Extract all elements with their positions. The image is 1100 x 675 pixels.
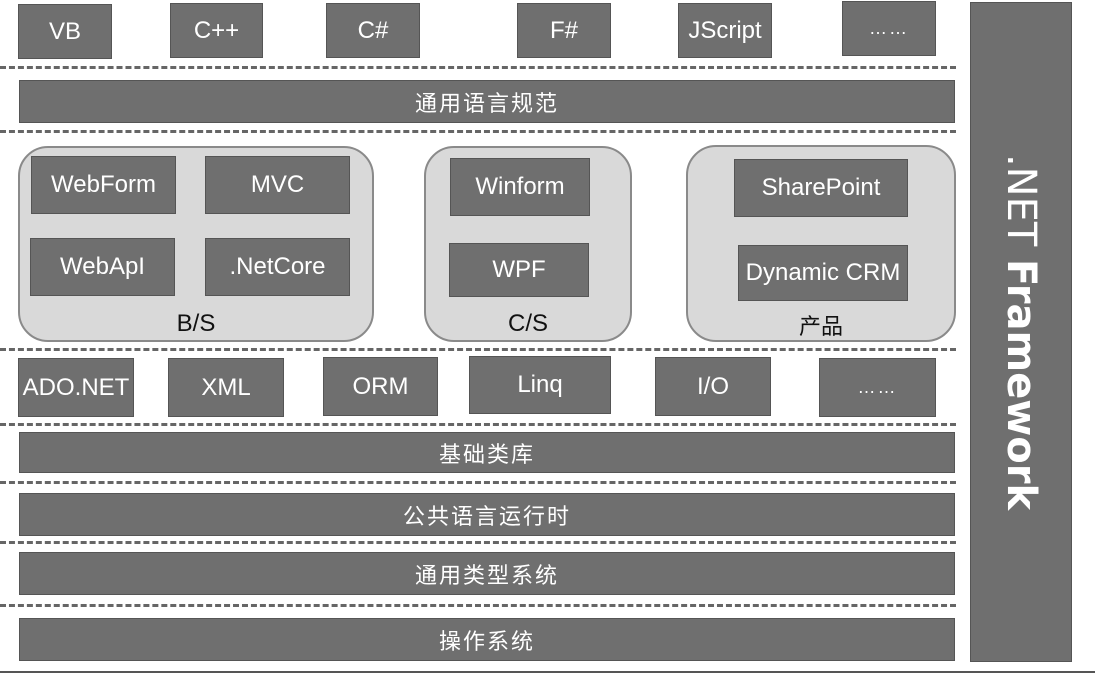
group-label-products: 产品 xyxy=(798,315,843,340)
tech-wpf: WPF xyxy=(449,243,589,297)
tech-mvc: MVC xyxy=(205,156,350,214)
framework-title: .NET Framework xyxy=(998,154,1044,510)
lib-adonet: ADO.NET xyxy=(18,358,134,417)
language-label: F# xyxy=(549,16,578,44)
language-jscript: JScript xyxy=(678,3,772,58)
language-label: JScript xyxy=(688,16,762,44)
tech-label: WebForm xyxy=(51,171,156,198)
lib-io: I/O xyxy=(655,357,771,416)
lib-label: ORM xyxy=(352,372,409,400)
group-products: SharePoint Dynamic CRM 产品 xyxy=(686,145,956,342)
layer-label: 公共语言运行时 xyxy=(402,504,571,530)
layer-divider xyxy=(0,481,956,484)
language-more: …… xyxy=(842,1,936,56)
framework-sidebar: .NET Framework xyxy=(970,2,1072,662)
lib-label: ADO.NET xyxy=(22,373,130,401)
tech-webapi: WebApI xyxy=(30,238,175,296)
language-label: VB xyxy=(48,17,81,45)
layer-label: 操作系统 xyxy=(438,629,535,655)
lib-label: Linq xyxy=(517,371,563,398)
layer-divider xyxy=(0,130,956,133)
bottom-rule xyxy=(0,671,1095,673)
group-label-bs: B/S xyxy=(176,310,216,337)
layer-divider xyxy=(0,66,956,69)
product-label: SharePoint xyxy=(761,174,881,201)
layer-divider xyxy=(0,423,956,426)
lib-linq: Linq xyxy=(469,356,611,414)
layer-divider xyxy=(0,604,956,607)
tech-winform: Winform xyxy=(450,158,590,216)
lib-xml: XML xyxy=(168,358,284,417)
language-csharp: C# xyxy=(326,3,420,58)
language-label: C++ xyxy=(193,16,240,44)
lib-label: XML xyxy=(201,373,251,401)
framework-prefix: .NET xyxy=(998,153,1044,247)
tech-label: .NetCore xyxy=(229,253,326,280)
layer-cls: 通用语言规范 xyxy=(19,80,955,123)
layer-label: 基础类库 xyxy=(438,442,535,468)
layer-bcl: 基础类库 xyxy=(19,432,955,473)
tech-label: MVC xyxy=(250,171,305,198)
more-label: …… xyxy=(857,377,898,397)
language-label: C# xyxy=(357,16,389,44)
layer-divider xyxy=(0,348,956,351)
more-label: …… xyxy=(869,18,909,38)
layer-clr: 公共语言运行时 xyxy=(19,493,955,536)
layer-divider xyxy=(0,541,956,544)
lib-more: …… xyxy=(819,358,936,417)
tech-label: Winform xyxy=(475,173,565,200)
tech-webform: WebForm xyxy=(31,156,176,214)
layer-label: 通用类型系统 xyxy=(414,563,559,589)
group-bs: WebForm MVC WebApI .NetCore B/S xyxy=(18,146,374,342)
product-label: Dynamic CRM xyxy=(745,259,901,286)
lib-orm: ORM xyxy=(323,357,438,416)
group-cs: Winform WPF C/S xyxy=(424,146,632,342)
layer-os: 操作系统 xyxy=(19,618,955,661)
language-vb: VB xyxy=(18,4,112,59)
product-dynamic-crm: Dynamic CRM xyxy=(738,245,908,301)
lib-label: I/O xyxy=(696,372,729,400)
product-sharepoint: SharePoint xyxy=(734,159,908,217)
layer-label: 通用语言规范 xyxy=(414,91,559,117)
layer-cts: 通用类型系统 xyxy=(19,552,955,595)
group-label-cs: C/S xyxy=(507,310,548,337)
language-cpp: C++ xyxy=(170,3,263,58)
tech-label: WebApI xyxy=(60,253,145,280)
language-fsharp: F# xyxy=(517,3,611,58)
framework-name: Framework xyxy=(998,259,1044,511)
tech-label: WPF xyxy=(492,256,546,283)
tech-netcore: .NetCore xyxy=(205,238,350,296)
